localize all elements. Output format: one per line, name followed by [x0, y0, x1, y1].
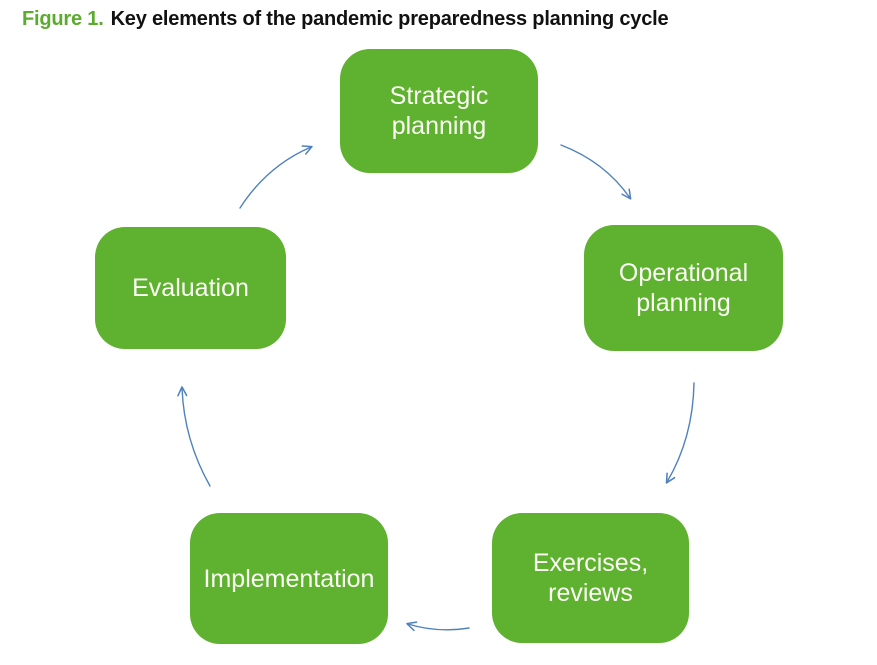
arrow-implementation-to-evaluation — [177, 386, 211, 487]
node-label: Implementation — [203, 564, 375, 593]
node-strategic-planning: Strategic planning — [340, 49, 538, 173]
node-operational-planning: Operational planning — [584, 225, 783, 351]
node-label: Operational planning — [618, 259, 749, 317]
figure-number-label: Figure 1. — [22, 8, 104, 30]
arrow-evaluation-to-strategic — [239, 145, 313, 209]
arrow-exercises-to-implementation — [406, 621, 470, 632]
node-implementation: Implementation — [190, 513, 388, 644]
arrow-strategic-to-operational — [560, 144, 632, 200]
arrow-operational-to-exercises — [665, 382, 695, 484]
node-label: Evaluation — [132, 274, 249, 302]
node-evaluation: Evaluation — [95, 227, 286, 349]
node-label: Strategic planning — [389, 82, 489, 140]
figure-caption: Figure 1. Key elements of the pandemic pr… — [22, 8, 669, 31]
node-label: Exercises, reviews — [532, 549, 649, 607]
figure-title: Key elements of the pandemic preparednes… — [110, 8, 669, 30]
node-exercises-reviews: Exercises, reviews — [492, 513, 689, 643]
